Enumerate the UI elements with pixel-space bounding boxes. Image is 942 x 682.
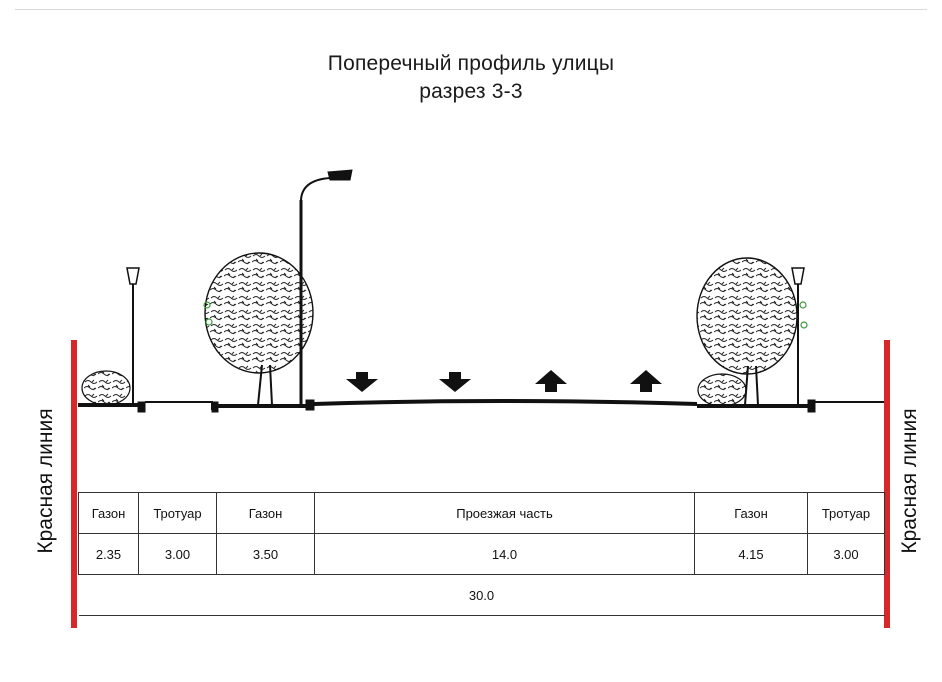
tree-left bbox=[203, 252, 314, 406]
zone-name: Газон bbox=[216, 492, 315, 534]
curb-2 bbox=[211, 401, 219, 413]
zone-name: Тротуар bbox=[807, 492, 885, 534]
curb-4 bbox=[807, 399, 816, 413]
zone-names-row: Газон Тротуар Газон Проезжая часть Газон… bbox=[78, 492, 885, 534]
zone-width: 14.0 bbox=[314, 533, 695, 575]
traffic-arrows bbox=[346, 370, 662, 392]
zone-name: Газон bbox=[694, 492, 808, 534]
left-sidewalk bbox=[145, 401, 213, 410]
zone-width: 4.15 bbox=[694, 533, 808, 575]
street-lamp-tall bbox=[299, 169, 353, 404]
carriageway-surface bbox=[313, 399, 698, 406]
total-width: 30.0 bbox=[78, 574, 885, 616]
shrub-right bbox=[697, 373, 747, 407]
zone-width: 3.50 bbox=[216, 533, 315, 575]
zone-width: 2.35 bbox=[78, 533, 139, 575]
top-divider bbox=[15, 9, 927, 10]
zone-width: 3.00 bbox=[807, 533, 885, 575]
lamp-small-left bbox=[126, 267, 140, 404]
red-line-right bbox=[884, 340, 890, 628]
zone-name: Газон bbox=[78, 492, 139, 534]
ground-profile bbox=[78, 399, 884, 413]
arrow-down-icon bbox=[346, 372, 378, 392]
zone-name: Проезжая часть bbox=[314, 492, 695, 534]
zone-widths-row: 2.35 3.00 3.50 14.0 4.15 3.00 bbox=[78, 533, 885, 575]
zone-width: 3.00 bbox=[138, 533, 217, 575]
dimension-table: Газон Тротуар Газон Проезжая часть Газон… bbox=[78, 492, 885, 616]
arrow-up-icon bbox=[630, 370, 662, 392]
shrub-left bbox=[81, 370, 131, 406]
curb-1 bbox=[137, 401, 146, 413]
arrow-up-icon bbox=[535, 370, 567, 392]
zone-name: Тротуар bbox=[138, 492, 217, 534]
arrow-down-icon bbox=[439, 372, 471, 392]
red-line-left bbox=[71, 340, 77, 628]
red-line-label-right: Красная линия bbox=[898, 408, 921, 554]
curb-3 bbox=[305, 399, 315, 411]
total-width-row: 30.0 bbox=[78, 574, 885, 616]
red-line-label-left: Красная линия bbox=[34, 408, 57, 554]
diagram-title: Поперечный профиль улицы bbox=[327, 52, 615, 75]
diagram-subtitle: разрез 3-3 bbox=[419, 80, 523, 103]
lamp-small-right bbox=[791, 267, 805, 404]
